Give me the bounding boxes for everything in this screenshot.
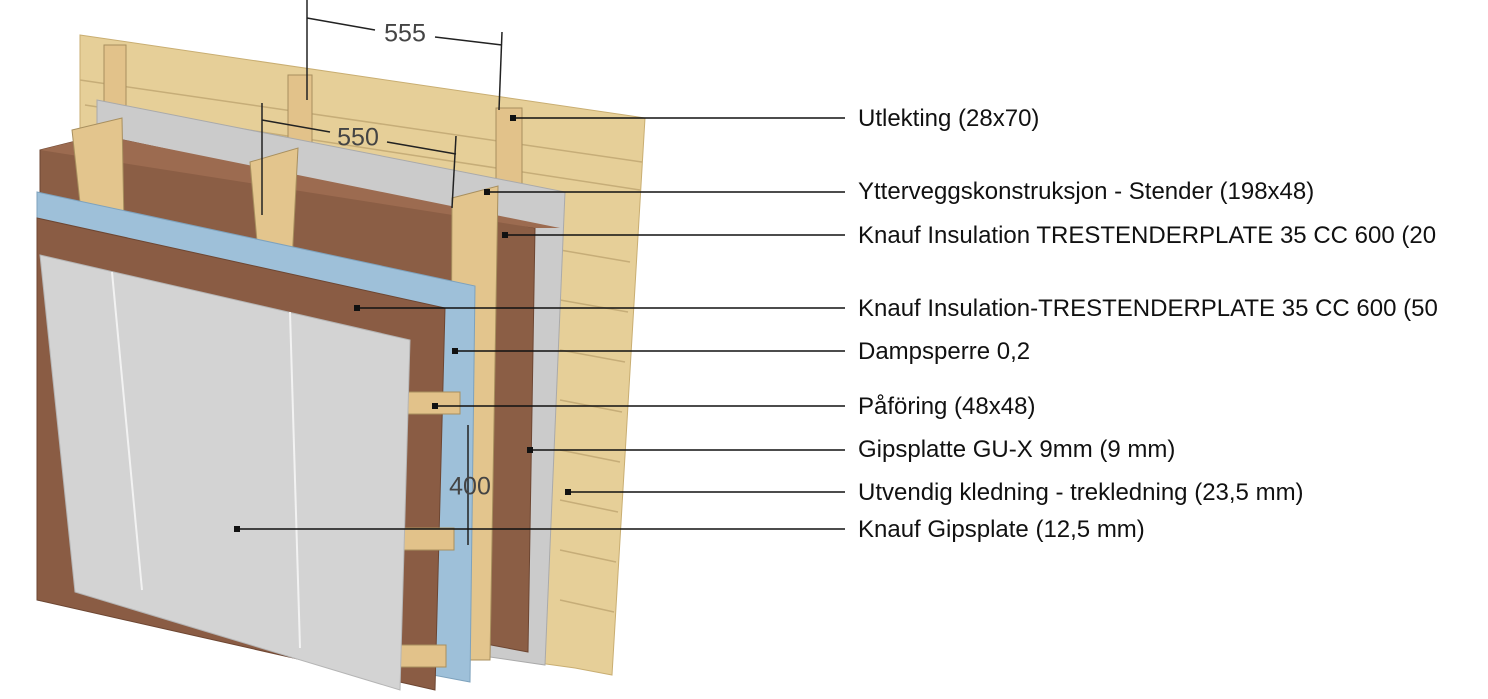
label-stender: Ytterveggskonstruksjon - Stender (198x48… [858, 178, 1315, 205]
label-knauf-gipsplate: Knauf Gipsplate (12,5 mm) [858, 516, 1145, 543]
label-paforing: Påföring (48x48) [858, 393, 1036, 420]
leader-lines [237, 117, 845, 530]
dimension-555: 555 [384, 19, 426, 48]
strapping [395, 644, 447, 668]
label-insulation-50: Knauf Insulation-TRESTENDERPLATE 35 CC 6… [858, 295, 1438, 322]
dimension-400: 400 [449, 472, 491, 501]
interior-gypsum [39, 254, 411, 691]
label-dampsperre: Dampsperre 0,2 [858, 338, 1031, 365]
label-utlekting: Utlekting (28x70) [858, 105, 1040, 132]
label-insulation-200: Knauf Insulation TRESTENDERPLATE 35 CC 6… [858, 222, 1437, 249]
dimension-lines [261, 0, 503, 545]
dimension-550: 550 [337, 123, 379, 152]
leader-dots [234, 115, 571, 532]
label-gipsplatte-gux: Gipsplatte GU-X 9mm (9 mm) [858, 436, 1176, 463]
strapping [401, 527, 455, 551]
label-utvendig-kledning: Utvendig kledning - trekledning (23,5 mm… [858, 479, 1304, 506]
